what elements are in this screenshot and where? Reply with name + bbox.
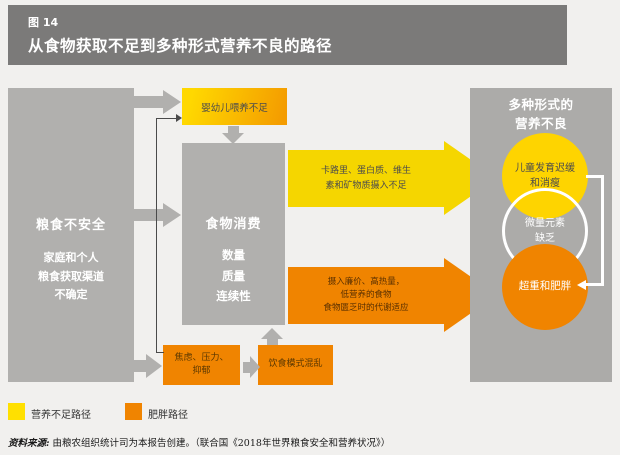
arrow-stem — [134, 96, 163, 108]
text-line: 儿童发育迟缓 — [515, 163, 575, 174]
overweight-label: 超重和肥胖 — [518, 280, 572, 293]
arrow-head-right-icon — [163, 203, 181, 227]
arrow-stem — [228, 126, 239, 133]
obesity-legend-label: 肥胖路径 — [148, 410, 188, 421]
figure-header: 图 14 从食物获取不足到多种形式营养不良的路径 — [8, 5, 567, 65]
arrow-stem — [243, 362, 250, 373]
text-line: 卡路里、蛋白质、维生 — [320, 165, 411, 176]
malnutrition-panel-title: 多种形式的 营养不良 — [470, 88, 612, 134]
arrow-head-right-icon — [163, 90, 181, 114]
text-line: 缺乏 — [535, 233, 555, 244]
food-consumption-box: 食物消费 数量 质量 连续性 — [182, 143, 285, 325]
undernutrition-legend-swatch — [8, 403, 25, 420]
obesity-arrow-label: 摄入廉价、高热量， 低营养的食物 食物匮乏时的代谢适应 — [288, 267, 444, 324]
text-line: 素和矿物质摄入不足 — [325, 180, 407, 191]
infant-feeding-label: 婴幼儿喂养不足 — [201, 102, 268, 114]
arrow-head-right-icon — [250, 356, 260, 378]
source-label: 资料来源: — [8, 438, 50, 449]
food-insecurity-box: 粮食不安全 家庭和个人 粮食获取渠道 不确定 — [8, 88, 134, 382]
text-line: 摄入廉价、高热量， — [327, 276, 405, 287]
text-line: 微量元素 — [525, 218, 565, 229]
food-insecurity-line: 粮食获取渠道 — [38, 269, 104, 283]
text-line: 和消瘦 — [530, 178, 560, 189]
feedback-line-bottom — [156, 352, 164, 353]
text-line: 多种形式的 — [508, 97, 574, 112]
arrow-stem — [267, 339, 278, 345]
text-line: 低营养的食物 — [340, 289, 392, 300]
food-insecurity-line: 家庭和个人 — [43, 251, 99, 264]
arrow-head-right-icon — [146, 354, 162, 378]
arrow-stem — [134, 209, 163, 221]
feedback-line-vertical — [156, 118, 157, 352]
text-line: 焦虑、压力、 — [174, 352, 229, 363]
food-insecurity-title: 粮食不安全 — [35, 218, 106, 233]
stunting-to-obesity-connector-line — [586, 175, 604, 286]
undernutrition-legend-label: 营养不足路径 — [31, 410, 91, 421]
malnutrition-panel: 多种形式的 营养不良 儿童发育迟缓 和消瘦 微量元素 缺乏 超重和肥胖 — [470, 88, 612, 382]
arrow-stem — [131, 360, 146, 372]
figure-number: 图 14 — [28, 16, 59, 29]
obesity-pathway-arrow: 摄入廉价、高热量， 低营养的食物 食物匮乏时的代谢适应 — [288, 258, 498, 333]
food-consumption-title: 食物消费 — [205, 217, 262, 232]
text-line: 营养不良 — [514, 115, 567, 131]
source-text: 由粮农组织统计司为本报告创建。（联合国《2018年世界粮食安全和营养状况》） — [52, 438, 391, 449]
text-line: 抑郁 — [192, 366, 211, 376]
food-consumption-item: 质量 — [222, 268, 245, 283]
food-insecurity-line: 不确定 — [54, 288, 88, 302]
feedback-line-top — [156, 118, 176, 119]
obesity-legend-swatch — [125, 403, 142, 420]
figure-title: 从食物获取不足到多种形式营养不良的路径 — [28, 37, 333, 55]
arrow-head-right-icon — [176, 114, 182, 122]
arrow-head-up-icon — [261, 328, 283, 339]
source-note: 资料来源:由粮农组织统计司为本报告创建。（联合国《2018年世界粮食安全和营养状… — [8, 435, 390, 449]
food-consumption-item: 数量 — [222, 248, 245, 262]
undernutrition-pathway-arrow: 卡路里、蛋白质、维生 素和矿物质摄入不足 — [288, 141, 498, 216]
text-line: 食物匮乏时的代谢适应 — [323, 303, 409, 314]
arrow-head-left-icon — [577, 280, 586, 290]
food-consumption-item: 连续性 — [216, 289, 251, 304]
undernutrition-arrow-label: 卡路里、蛋白质、维生 素和矿物质摄入不足 — [288, 150, 444, 207]
eating-pattern-box: 饮食模式混乱 — [258, 345, 333, 385]
infant-feeding-box: 婴幼儿喂养不足 — [182, 88, 287, 125]
arrow-head-down-icon — [222, 133, 244, 144]
eating-pattern-label: 饮食模式混乱 — [268, 359, 323, 370]
overweight-obesity-circle: 超重和肥胖 — [502, 244, 588, 330]
anxiety-stress-box: 焦虑、压力、 抑郁 — [163, 345, 240, 385]
